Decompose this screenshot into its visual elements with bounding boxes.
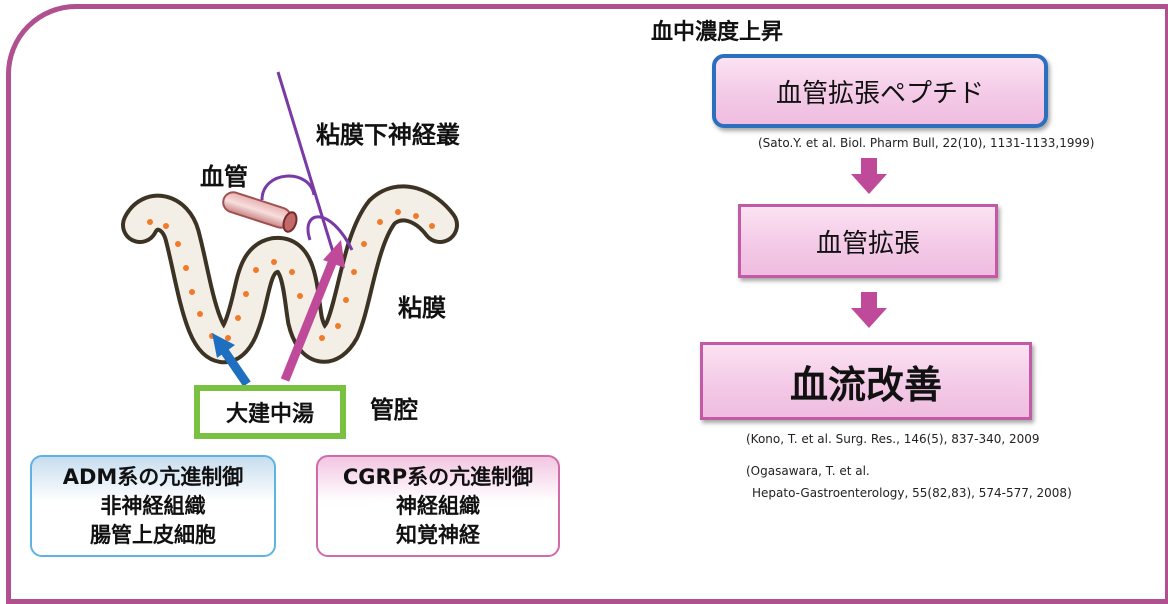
ref3-line1: (Ogasawara, T. et al. <box>746 464 870 478</box>
drug-name: 大建中湯 <box>225 402 314 427</box>
header-blood-concentration: 血中濃度上昇 <box>651 20 784 45</box>
adm-line1: 非神経組織 <box>100 493 206 518</box>
ref1: (Sato.Y. et al. Biol. Pharm Bull, 22(10)… <box>758 136 1095 150</box>
label-lumen: 管腔 <box>370 396 418 424</box>
ref3-line2: Hepato-Gastroenterology, 55(82,83), 574-… <box>752 486 1072 500</box>
adm-line2: 腸管上皮細胞 <box>90 522 216 547</box>
nerve-fibers <box>260 71 354 253</box>
label-blood-vessel: 血管 <box>200 163 248 191</box>
mucosa-diagram <box>121 71 459 387</box>
cgrp-title: CGRP系の亢進制御 <box>342 464 534 489</box>
step3-label: 血流改善 <box>789 362 942 407</box>
step2-label: 血管拡張 <box>815 228 920 259</box>
step2-box: 血管拡張 <box>738 204 998 278</box>
step3-box: 血流改善 <box>700 342 1032 420</box>
cgrp-line1: 神経組織 <box>396 493 480 518</box>
label-nerve-plexus: 粘膜下神経叢 <box>316 121 460 149</box>
cell-nuclei <box>147 209 435 341</box>
label-mucosa: 粘膜 <box>398 294 446 322</box>
cgrp-arrow <box>280 240 345 382</box>
cgrp-line2: 知覚神経 <box>396 522 480 547</box>
step1-box: 血管拡張ペプチド <box>712 54 1048 128</box>
adm-arrow <box>212 333 251 387</box>
arrow-down-1 <box>851 158 887 194</box>
adm-title: ADM系の亢進制御 <box>62 464 244 489</box>
step1-label: 血管拡張ペプチド <box>775 78 984 109</box>
ref2: (Kono, T. et al. Surg. Res., 146(5), 837… <box>746 432 1040 446</box>
adm-box: ADM系の亢進制御 非神経組織 腸管上皮細胞 <box>30 455 276 557</box>
blood-vessel-tube <box>222 191 298 233</box>
drug-box: 大建中湯 <box>194 385 346 439</box>
arrow-down-2 <box>851 292 887 328</box>
cgrp-box: CGRP系の亢進制御 神経組織 知覚神経 <box>316 455 560 557</box>
